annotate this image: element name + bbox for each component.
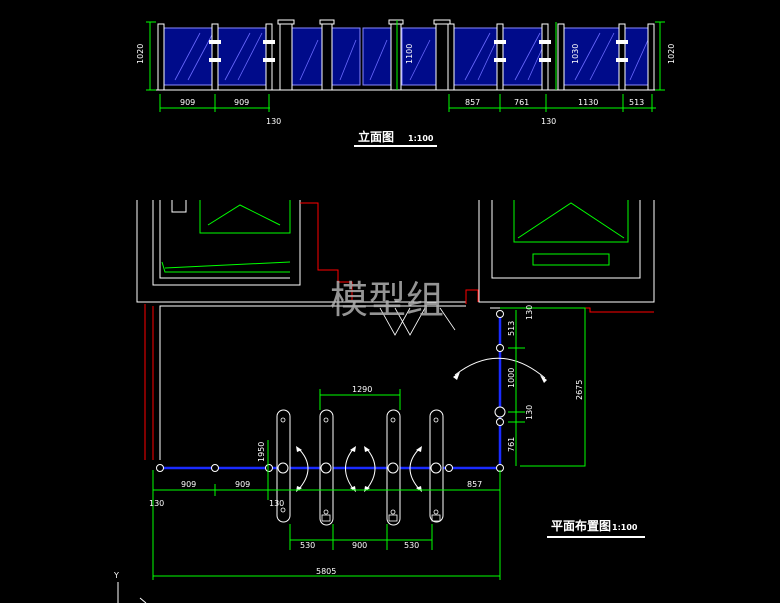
door-swing-lines [379,307,456,336]
post-circle [211,464,219,472]
ucs-y-label: Y [113,571,119,580]
dim-plan-530b: 530 [404,541,419,550]
dim-plan-v2675: 2675 [575,380,584,400]
dim-plan-v513: 513 [507,321,516,336]
post-circle [156,464,164,472]
dim-elev-130-left: 130 [266,117,281,126]
elevation-view: 1020 1100 1030 1020 909 909 130 857 761 … [136,19,676,147]
dim-plan-5805: 5805 [316,567,336,576]
swing-arrowheads [296,372,547,492]
left-room-fixtures [161,200,291,273]
dim-elev-909a: 909 [180,98,195,107]
dim-elev-130-right: 130 [541,117,556,126]
plan-title: 平面布置图 [551,518,611,533]
dim-plan-909a: 909 [181,480,196,489]
dim-elev-h1020-right: 1020 [667,44,676,64]
plan-scale: 1:100 [612,523,638,532]
glass-hatch [174,32,649,81]
dim-plan-1950: 1950 [257,442,266,462]
plan-dimension-lines [152,307,586,580]
dim-plan-900: 900 [352,541,367,550]
ucs-icon [117,582,147,603]
dim-elev-1130: 1130 [578,98,598,107]
post-circle [265,464,273,472]
glass-clamps [209,40,628,62]
swing-arcs [297,357,546,491]
post-circle [496,418,504,426]
glass-panel [331,27,361,86]
dim-plan-857: 857 [467,480,482,489]
post-circle [496,344,504,352]
right-room-walls [478,200,655,303]
plan-view: 1290 1950 130 909 909 130 857 530 900 53… [136,200,655,580]
dim-plan-v130-mid: 130 [525,405,534,420]
glass-panel [401,27,437,86]
elevation-title: 立面图 [358,129,394,144]
dim-plan-130-b: 130 [269,499,284,508]
dim-plan-v761: 761 [507,437,516,452]
dim-plan-v130-top: 130 [525,305,534,320]
dim-plan-530a: 530 [300,541,315,550]
post-circle [496,310,504,318]
elevation-scale: 1:100 [408,134,434,143]
glass-panel [624,27,651,86]
turnstile-hubs [277,462,442,474]
dim-elev-761: 761 [514,98,529,107]
main-wall-line [159,305,580,460]
dim-plan-909b: 909 [235,480,250,489]
dim-plan-130-a: 130 [149,499,164,508]
turnstile-details [280,417,441,522]
left-room-walls [136,200,466,303]
elevation-width-dims [159,94,656,112]
watermark-text: 模型组 [330,278,444,322]
dim-elev-909b: 909 [234,98,249,107]
dim-elev-857: 857 [465,98,480,107]
dim-elev-513: 513 [629,98,644,107]
dim-elev-h1030: 1030 [571,44,580,64]
post-caps [277,19,451,25]
elevation-height-dims [146,20,665,91]
plan-posts [156,310,506,472]
railing-posts [157,21,655,91]
dim-elev-h1020-left: 1020 [136,44,145,64]
post-circle [445,464,453,472]
glass-panel [362,27,392,86]
glass-panel [291,27,323,86]
dim-plan-v1000: 1000 [507,368,516,388]
dim-elev-h1100: 1100 [405,44,414,64]
post-circle [494,406,506,418]
right-room-fixtures [513,200,629,266]
red-boundary-lines [144,202,654,460]
dim-plan-1290: 1290 [352,385,372,394]
